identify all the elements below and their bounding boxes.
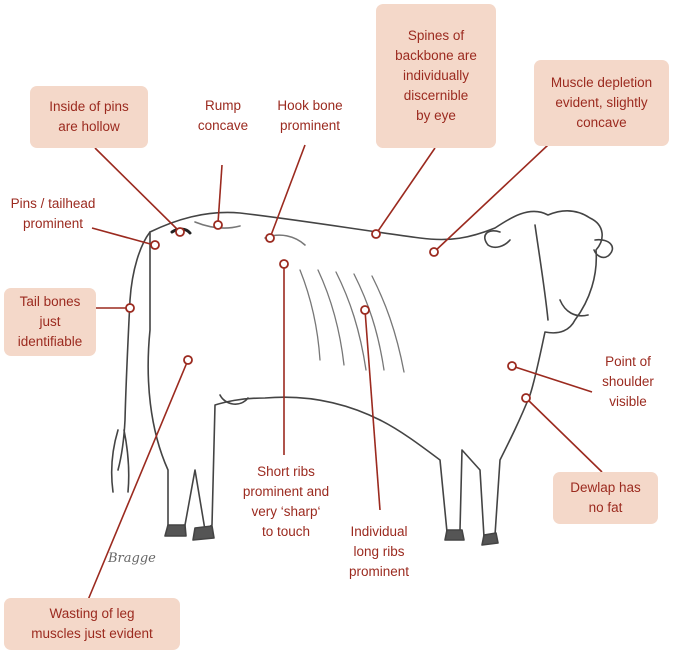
leader-point-shoulder — [512, 366, 592, 392]
leader-muscle-depletion — [434, 145, 548, 252]
marker-rump — [214, 221, 222, 229]
marker-dewlap — [522, 394, 530, 402]
marker-tail-bones — [126, 304, 134, 312]
cow-illustration — [112, 211, 613, 545]
cow-tail — [118, 232, 150, 470]
hoof-front — [445, 530, 498, 545]
hoof-rear — [165, 525, 214, 540]
rib-lines — [300, 270, 404, 372]
marker-spines — [372, 230, 380, 238]
marker-leg-muscles — [184, 356, 192, 364]
marker-muscle-depletion — [430, 248, 438, 256]
label-spines: Spines of backbone are individually disc… — [376, 4, 496, 148]
label-inside-pins: Inside of pins are hollow — [30, 86, 148, 148]
ear — [485, 231, 510, 247]
head-detail — [535, 225, 588, 320]
label-pins-tailhead: Pins / tailhead prominent — [0, 194, 106, 234]
label-muscle-depletion: Muscle depletion evident, slightly conca… — [534, 60, 669, 146]
marker-hook-bone — [266, 234, 274, 242]
label-point-shoulder: Point of shoulder visible — [586, 352, 670, 412]
artist-signature: Bragge — [107, 551, 156, 566]
label-short-ribs: Short ribs prominent and very ‘sharp‘ to… — [234, 462, 338, 542]
leader-rump — [218, 165, 222, 223]
marker-dots — [126, 221, 530, 402]
marker-point-shoulder — [508, 362, 516, 370]
label-long-ribs: Individual long ribs prominent — [332, 522, 426, 582]
marker-long-ribs — [361, 306, 369, 314]
label-leg-muscles: Wasting of leg muscles just evident — [4, 598, 180, 650]
label-hook-bone: Hook bone prominent — [262, 96, 358, 136]
marker-short-ribs — [280, 260, 288, 268]
leader-spines — [376, 148, 435, 234]
leader-inside-pins — [95, 148, 180, 232]
leader-hook-bone — [270, 145, 305, 238]
label-dewlap: Dewlap has no fat — [553, 472, 658, 524]
marker-pins-tailhead — [151, 241, 159, 249]
label-tail-bones: Tail bones just identifiable — [4, 288, 96, 356]
marker-inside-pins — [176, 228, 184, 236]
label-rump: Rump concave — [178, 96, 268, 136]
